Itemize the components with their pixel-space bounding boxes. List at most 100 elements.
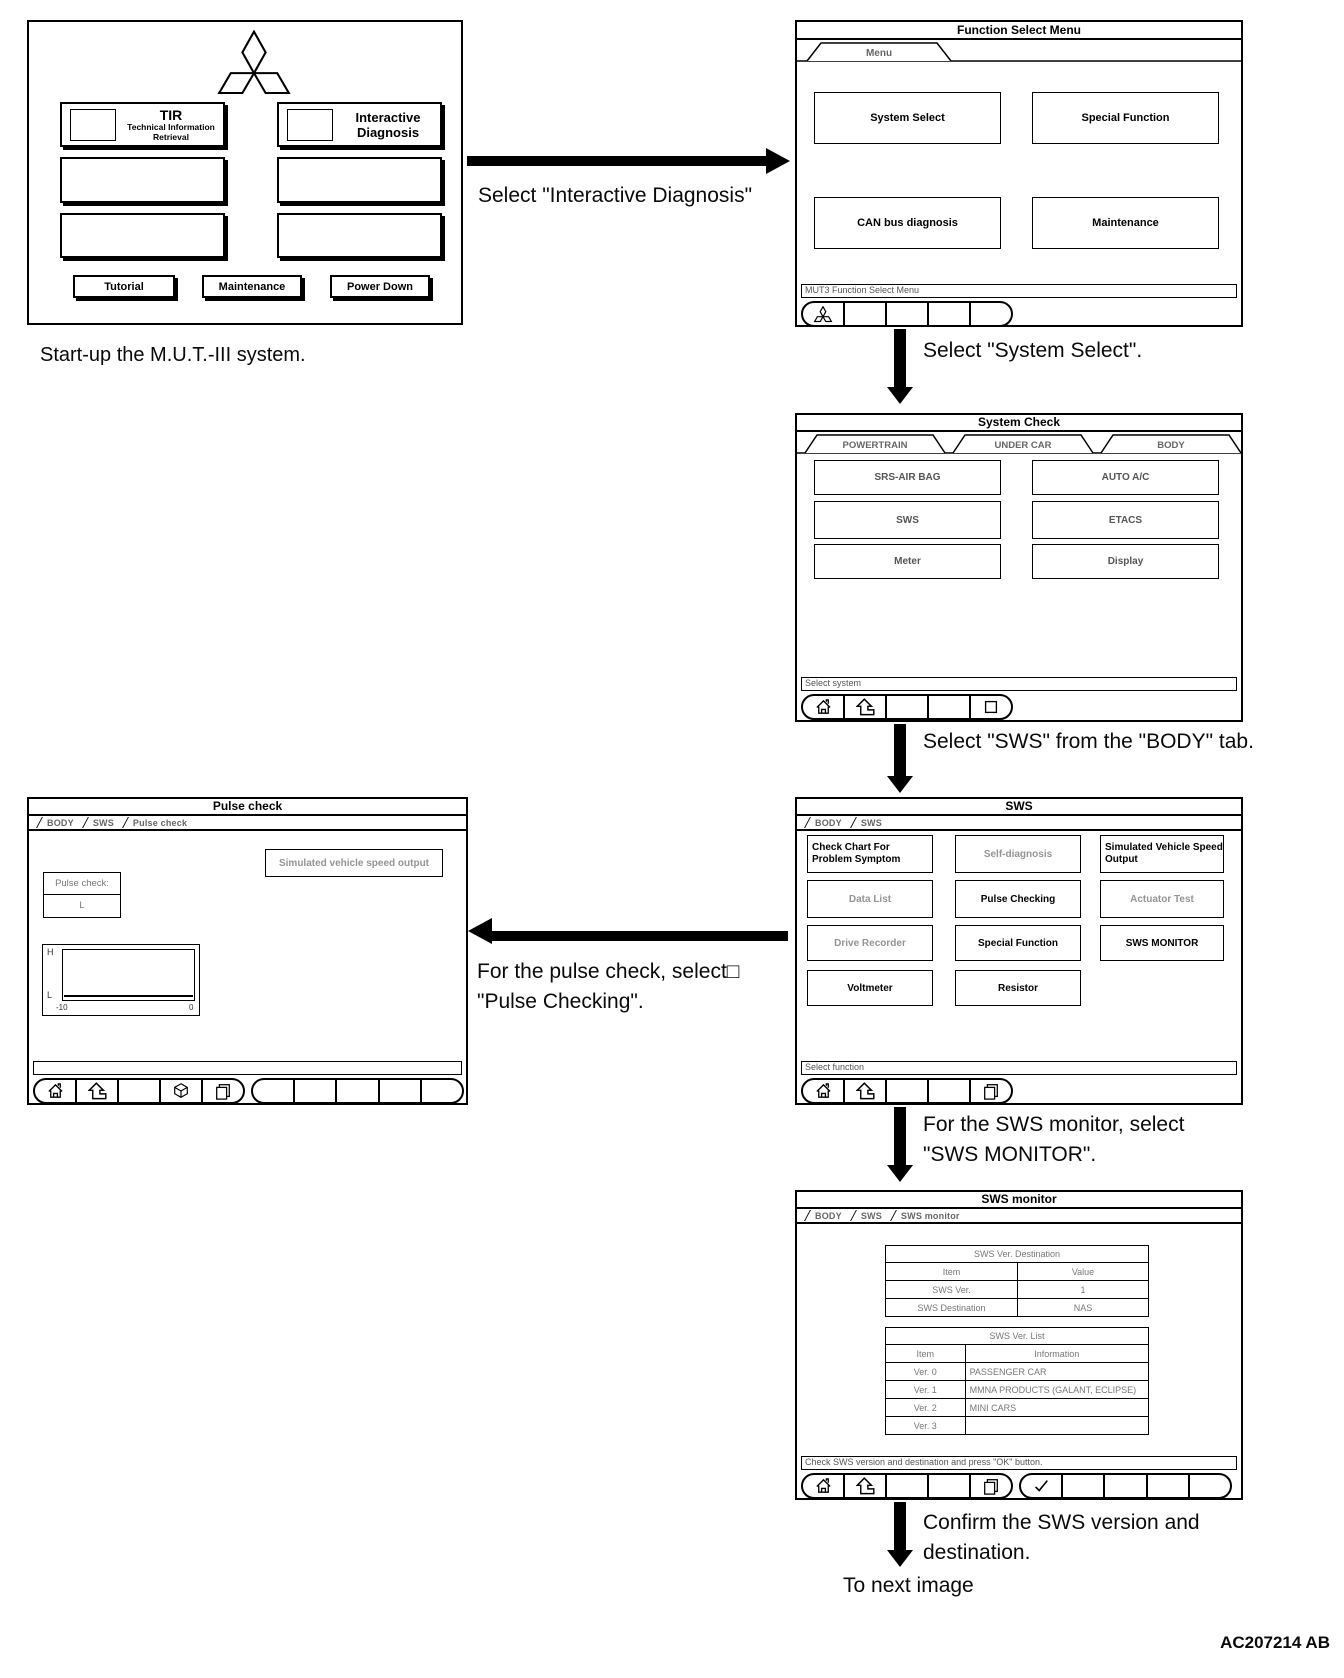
self-diagnosis-button[interactable]: Self-diagnosis xyxy=(955,835,1081,873)
tab-body[interactable] xyxy=(1100,434,1241,454)
toolbar-cell[interactable] xyxy=(1190,1475,1230,1497)
toolbar-cell-window[interactable] xyxy=(971,696,1011,718)
data-list-button[interactable]: Data List xyxy=(807,880,933,918)
system-tabstrip: POWERTRAIN UNDER CAR BODY xyxy=(797,434,1241,454)
toolbar-cell-pages[interactable] xyxy=(971,1475,1011,1497)
to-next-image-label: To next image xyxy=(843,1574,974,1597)
toolbar-cell-return[interactable] xyxy=(845,696,887,718)
pulse-check-label: Pulse check: xyxy=(44,873,120,895)
toolbar-cell[interactable] xyxy=(422,1080,462,1102)
resistor-button[interactable]: Resistor xyxy=(955,970,1081,1006)
crumb-pulse-check[interactable]: Pulse check xyxy=(132,817,188,828)
crumb-slash xyxy=(889,1210,897,1221)
breadcrumb: BODY SWS xyxy=(797,816,1241,831)
can-bus-diagnosis-button[interactable]: CAN bus diagnosis xyxy=(814,197,1001,249)
toolbar-cell[interactable] xyxy=(887,1475,929,1497)
toolbar-cell-cube[interactable] xyxy=(161,1080,203,1102)
toolbar-cell-ok[interactable] xyxy=(1021,1475,1064,1497)
table-row: Ver. 1 MMNA PRODUCTS (GALANT, ECLIPSE) xyxy=(886,1380,1148,1398)
crumb-slash xyxy=(849,817,857,828)
crumb-sws[interactable]: SWS xyxy=(92,817,114,828)
drive-recorder-button[interactable]: Drive Recorder xyxy=(807,925,933,961)
cell-ver0: Ver. 0 xyxy=(913,1366,937,1377)
toolbar-cell[interactable] xyxy=(845,303,887,325)
toolbar-cell[interactable] xyxy=(1148,1475,1190,1497)
toolbar-cell[interactable] xyxy=(929,1475,971,1497)
startup-blank-button[interactable] xyxy=(60,213,225,258)
toolbar-cell[interactable] xyxy=(337,1080,380,1102)
table-row: SWS Destination NAS xyxy=(886,1298,1148,1316)
toolbar-right-group xyxy=(251,1078,464,1104)
tab-menu[interactable] xyxy=(806,42,952,62)
toolbar-cell[interactable] xyxy=(380,1080,422,1102)
actuator-test-button[interactable]: Actuator Test xyxy=(1100,880,1224,918)
cell-ver2-info: MINI CARS xyxy=(964,1399,1148,1416)
sws-monitor-button[interactable]: SWS MONITOR xyxy=(1100,925,1224,961)
toolbar-cell[interactable] xyxy=(253,1080,296,1102)
toolbar-cell-return[interactable] xyxy=(77,1080,119,1102)
startup-blank-button[interactable] xyxy=(60,157,225,203)
cell-ver1: Ver. 1 xyxy=(913,1384,937,1395)
toolbar-cell-home[interactable] xyxy=(803,1475,845,1497)
simulated-speed-button[interactable]: Simulated Vehicle Speed Output xyxy=(1100,835,1224,873)
interactive-diagnosis-button[interactable]: Interactive Diagnosis xyxy=(277,102,442,147)
check-chart-button[interactable]: Check Chart For Problem Symptom xyxy=(807,835,933,873)
toolbar-cell-home[interactable] xyxy=(803,696,845,718)
toolbar-cell[interactable] xyxy=(887,303,929,325)
toolbar-cell[interactable] xyxy=(1063,1475,1106,1497)
power-down-button[interactable]: Power Down xyxy=(330,275,430,298)
toolbar-cell-return[interactable] xyxy=(845,1475,887,1497)
crumb-slash xyxy=(804,1210,811,1221)
tir-button[interactable]: TIR Technical Information Retrieval xyxy=(60,102,225,147)
crumb-body[interactable]: BODY xyxy=(47,817,74,828)
system-select-button[interactable]: System Select xyxy=(814,92,1001,144)
toolbar-cell[interactable] xyxy=(119,1080,161,1102)
voltmeter-button[interactable]: Voltmeter xyxy=(807,970,933,1006)
toolbar-cell-home[interactable] xyxy=(35,1080,77,1102)
toolbar-cell[interactable] xyxy=(971,303,1011,325)
crumb-sws[interactable]: SWS xyxy=(860,817,882,828)
interactive-checkbox xyxy=(287,109,333,141)
meter-button[interactable]: Meter xyxy=(814,544,1001,579)
startup-blank-button[interactable] xyxy=(277,213,442,258)
toolbar-cell-pages[interactable] xyxy=(971,1080,1011,1102)
tab-under-car[interactable] xyxy=(952,434,1094,454)
sws-button[interactable]: SWS xyxy=(814,501,1001,539)
maintenance-button[interactable]: Maintenance xyxy=(202,275,302,298)
crumb-sws[interactable]: SWS xyxy=(860,1210,882,1221)
simulated-speed-output-button[interactable]: Simulated vehicle speed output xyxy=(265,849,443,877)
toolbar-cell-pages[interactable] xyxy=(203,1080,243,1102)
toolbar-cell[interactable] xyxy=(929,303,971,325)
display-button[interactable]: Display xyxy=(1032,544,1219,579)
crumb-sws-monitor[interactable]: SWS monitor xyxy=(900,1210,960,1221)
toolbar-cell-home[interactable] xyxy=(803,1080,845,1102)
toolbar-cell[interactable] xyxy=(929,696,971,718)
toolbar-cell[interactable] xyxy=(1105,1475,1148,1497)
toolbar-cell-return[interactable] xyxy=(845,1080,887,1102)
special-function-button[interactable]: Special Function xyxy=(955,925,1081,961)
sws-monitor-screen: SWS monitor BODY SWS SWS monitor SWS Ver… xyxy=(795,1190,1243,1500)
screen-title: System Check xyxy=(797,415,1241,432)
srs-air-bag-button[interactable]: SRS-AIR BAG xyxy=(814,460,1001,495)
toolbar-cell[interactable] xyxy=(887,696,929,718)
toolbar-cell[interactable] xyxy=(295,1080,338,1102)
startup-blank-button[interactable] xyxy=(277,157,442,203)
flow-arrowhead-right xyxy=(766,148,790,174)
etacs-button[interactable]: ETACS xyxy=(1032,501,1219,539)
crumb-body[interactable]: BODY xyxy=(815,817,842,828)
toolbar-cell[interactable] xyxy=(887,1080,929,1102)
special-function-button[interactable]: Special Function xyxy=(1032,92,1219,144)
col-header-value: Value xyxy=(1017,1263,1148,1280)
pulse-checking-button[interactable]: Pulse Checking xyxy=(955,880,1081,918)
crumb-slash xyxy=(121,817,129,828)
toolbar xyxy=(801,1473,1013,1499)
crumb-slash xyxy=(81,817,89,828)
auto-ac-button[interactable]: AUTO A/C xyxy=(1032,460,1219,495)
tab-powertrain[interactable] xyxy=(804,434,946,454)
tutorial-button[interactable]: Tutorial xyxy=(73,275,175,298)
maintenance-menu-button[interactable]: Maintenance xyxy=(1032,197,1219,249)
toolbar-cell-logo[interactable] xyxy=(803,303,845,325)
toolbar-cell[interactable] xyxy=(929,1080,971,1102)
status-bar: Check SWS version and destination and pr… xyxy=(801,1456,1237,1470)
crumb-body[interactable]: BODY xyxy=(815,1210,842,1221)
